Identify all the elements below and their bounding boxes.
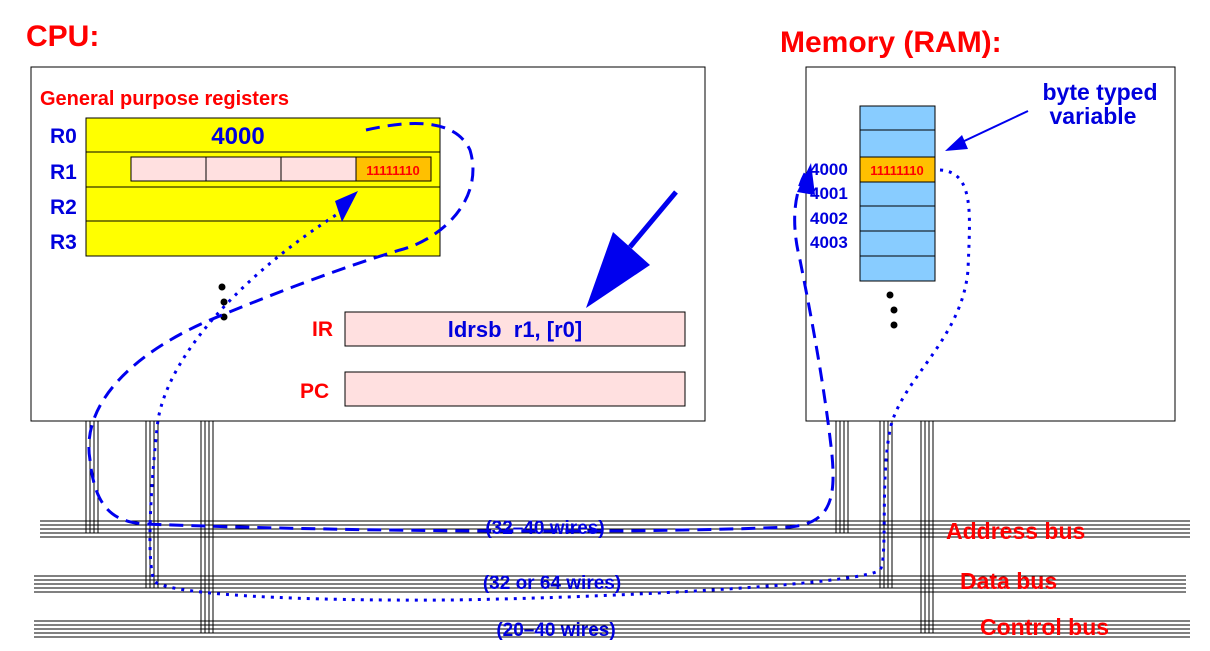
memory-title: Memory (RAM): <box>780 26 1002 59</box>
address-4003: 4003 <box>810 233 848 252</box>
address-4000: 4000 <box>810 160 848 179</box>
registers-title: General purpose registers <box>40 88 289 110</box>
byte-variable-note-line2: variable <box>1050 103 1137 129</box>
byte-variable-note-line1: byte typed <box>1042 79 1157 105</box>
data-flow-path <box>148 168 971 602</box>
r1-byte-cells <box>130 156 432 182</box>
ir-register <box>344 311 686 347</box>
address-bus-wires: (32–40 wires) <box>485 518 604 539</box>
pc-register <box>344 371 686 407</box>
cpu-title: CPU: <box>26 20 99 53</box>
address-4002: 4002 <box>810 209 848 228</box>
data-flow-arrowhead <box>335 191 358 222</box>
control-bus-wires: (20–40 wires) <box>496 620 615 641</box>
r1-low-byte: 11111110 <box>366 163 420 178</box>
data-bus-label: Data bus <box>960 568 1057 594</box>
control-bus-label: Control bus <box>980 614 1109 640</box>
memory-bus-taps <box>835 421 934 633</box>
ir-instruction: ldrsb r1, [r0] <box>448 317 582 342</box>
pc-label: PC <box>300 380 329 403</box>
data-bus-wires: (32 or 64 wires) <box>483 573 621 594</box>
register-label-r3: R3 <box>50 231 77 254</box>
register-file <box>85 117 441 257</box>
control-bus-lines <box>34 620 1190 638</box>
address-bus-label: Address bus <box>946 518 1085 544</box>
register-label-r1: R1 <box>50 161 77 184</box>
byte-variable-arrow <box>945 110 1029 151</box>
address-4001: 4001 <box>810 184 848 203</box>
address-flow-path <box>87 122 835 533</box>
memory-byte-value: 11111110 <box>870 163 924 178</box>
r0-value: 4000 <box>211 123 264 150</box>
ir-label: IR <box>312 318 333 341</box>
register-ellipsis <box>218 283 228 321</box>
data-bus-lines <box>34 575 1186 593</box>
memory-ellipsis <box>886 291 898 329</box>
address-flow-arrowhead <box>797 163 815 195</box>
ir-pointer-arrow <box>586 190 678 308</box>
register-label-r2: R2 <box>50 196 77 219</box>
address-bus-lines <box>40 520 1190 538</box>
memory-cells <box>859 105 936 282</box>
register-label-r0: R0 <box>50 125 77 148</box>
